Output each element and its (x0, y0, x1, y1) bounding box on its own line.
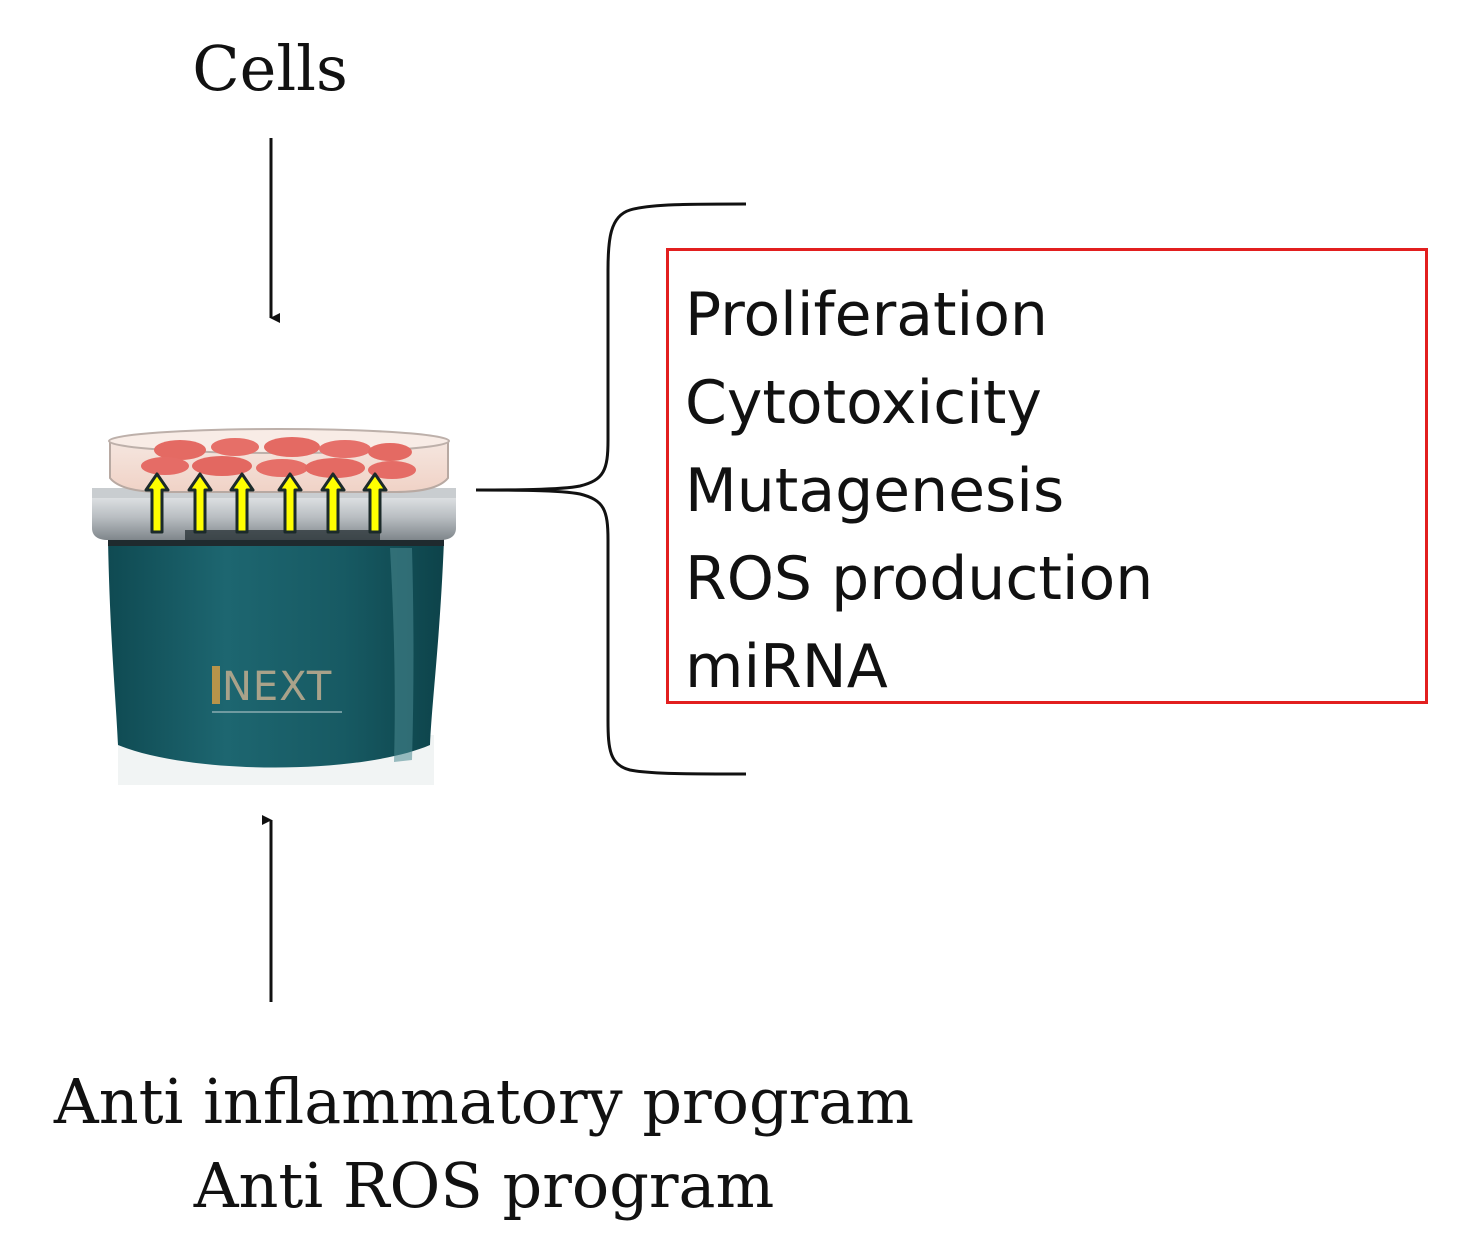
outcome-ros-production: ROS production (685, 544, 1154, 614)
outcome-cytotoxicity: Cytotoxicity (685, 368, 1042, 438)
anti-inflammatory-program-label: Anti inflammatory program (53, 1065, 915, 1138)
anti-ros-program-label: Anti ROS program (193, 1149, 775, 1222)
outcome-mutagenesis: Mutagenesis (685, 456, 1065, 526)
device-illustration: NEXT (92, 428, 456, 785)
curly-brace (475, 202, 747, 776)
signal-arrow-up (187, 472, 213, 534)
program-labels: Anti inflammatory program Anti ROS progr… (0, 1060, 968, 1228)
cells-label: Cells (192, 32, 348, 105)
outcome-proliferation: Proliferation (685, 280, 1048, 350)
device-body (108, 540, 444, 768)
signal-arrow-up (229, 472, 255, 534)
signal-arrow-up (362, 472, 388, 534)
outcome-mirna: miRNA (685, 632, 888, 702)
signal-arrow-up (320, 472, 346, 534)
signal-arrow-up (277, 472, 303, 534)
signal-arrows (144, 472, 388, 534)
signal-arrow-up (144, 472, 170, 534)
device-logo: NEXT (212, 664, 342, 713)
device-brand-text: NEXT (222, 664, 332, 710)
device-plate (92, 494, 456, 540)
outcome-box: Proliferation Cytotoxicity Mutagenesis R… (666, 248, 1428, 704)
